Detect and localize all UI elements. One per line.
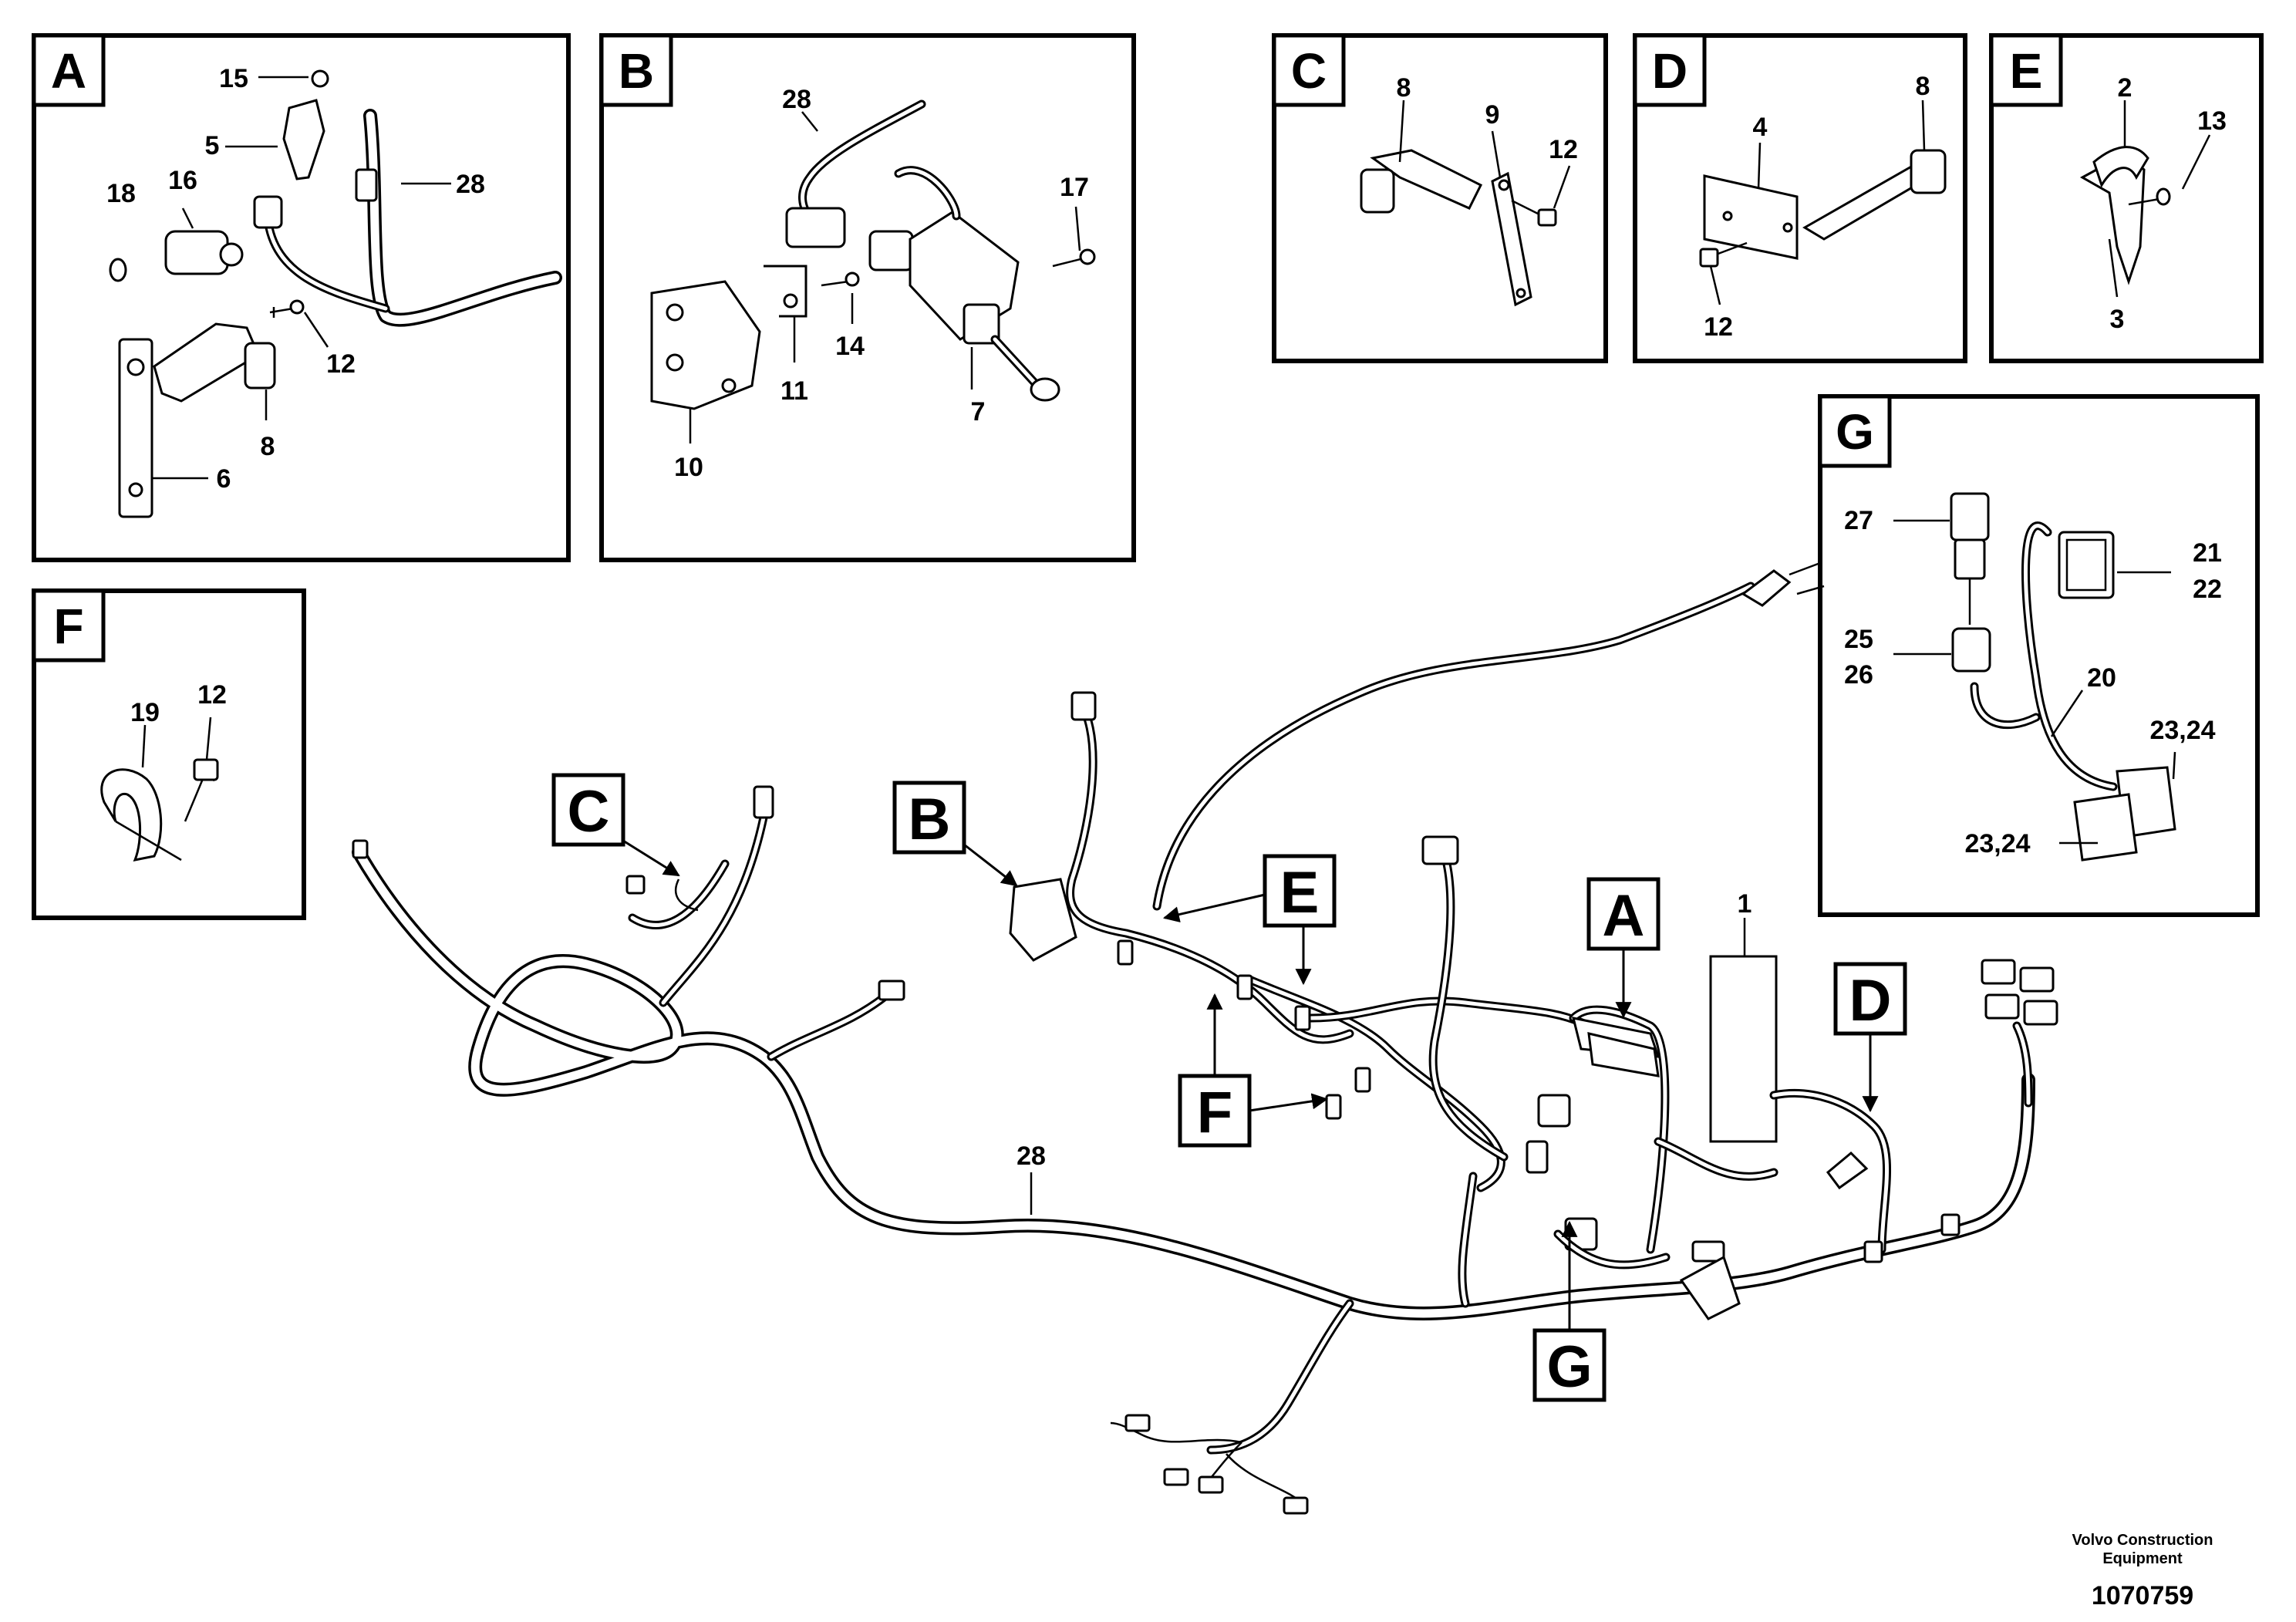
label-c-9: 9 xyxy=(1485,100,1500,130)
panel-c-title: C xyxy=(1291,43,1327,99)
panel-f-title: F xyxy=(53,599,83,654)
label-c-8: 8 xyxy=(1397,73,1411,103)
panel-a: A 15 5 18 xyxy=(32,33,571,562)
label-b-28: 28 xyxy=(782,85,811,114)
label-e-2: 2 xyxy=(2118,73,2132,103)
label-f-12: 12 xyxy=(197,680,227,710)
callout-f-label: F xyxy=(1197,1080,1232,1145)
callout-e-label: E xyxy=(1280,860,1320,926)
callout-b xyxy=(892,781,966,855)
callout-d-label: D xyxy=(1849,968,1892,1034)
label-d-12: 12 xyxy=(1704,312,1733,342)
label-a-6: 6 xyxy=(217,464,231,494)
main-callouts: C B E F A D G 1 28 xyxy=(551,773,1907,1402)
footer-company-line1: Volvo Construction xyxy=(2072,1532,2213,1549)
label-a-8: 8 xyxy=(261,432,275,461)
callout-c xyxy=(551,773,625,847)
panel-e-title: E xyxy=(2010,43,2043,99)
label-g-27: 27 xyxy=(1844,506,1873,535)
panel-b: B 28 17 14 11 1 xyxy=(599,33,1136,562)
label-main-1: 1 xyxy=(1738,889,1752,919)
callout-f xyxy=(1178,1074,1252,1148)
label-b-11: 11 xyxy=(781,376,808,406)
label-a-5: 5 xyxy=(205,131,220,160)
label-g-22: 22 xyxy=(2193,575,2222,604)
label-f-19: 19 xyxy=(130,698,160,727)
panel-f: F 19 12 xyxy=(32,588,306,920)
label-a-28: 28 xyxy=(456,170,485,199)
label-d-8: 8 xyxy=(1916,72,1930,101)
label-e-13: 13 xyxy=(2197,106,2227,136)
label-a-16: 16 xyxy=(168,166,197,195)
label-b-17: 17 xyxy=(1060,173,1089,202)
callout-e xyxy=(1263,854,1337,928)
label-g-26: 26 xyxy=(1844,660,1873,690)
callout-c-label: C xyxy=(568,779,610,845)
label-g-23-24-b: 23,24 xyxy=(1964,829,2030,858)
panel-e: E 2 13 3 xyxy=(1989,33,2264,363)
footer-company-line2: Equipment xyxy=(2102,1550,2183,1567)
panel-g: G 27 21 22 25 26 20 23,24 23,24 xyxy=(1818,394,2260,917)
label-b-7: 7 xyxy=(971,397,986,427)
label-g-20: 20 xyxy=(2087,663,2116,693)
panel-c: C 8 9 12 xyxy=(1272,33,1608,363)
label-c-12: 12 xyxy=(1549,135,1578,164)
panel-g-title: G xyxy=(1836,404,1874,460)
label-a-12: 12 xyxy=(326,349,356,379)
panel-a-title: A xyxy=(51,43,86,99)
main-harness xyxy=(352,561,2058,1515)
label-d-4: 4 xyxy=(1753,113,1768,142)
panel-d-title: D xyxy=(1652,43,1687,99)
label-a-15: 15 xyxy=(219,64,248,93)
callout-g-label: G xyxy=(1546,1334,1592,1400)
label-g-21: 21 xyxy=(2193,538,2222,568)
label-e-3: 3 xyxy=(2110,305,2125,334)
panel-b-title: B xyxy=(619,43,654,99)
label-a-18: 18 xyxy=(106,179,136,208)
label-b-14: 14 xyxy=(835,332,865,361)
callout-b-label: B xyxy=(909,787,951,852)
footer: Volvo Construction Equipment 1070759 xyxy=(2072,1532,2213,1610)
panel-d: D 4 8 12 xyxy=(1633,33,1967,363)
doc-number: 1070759 xyxy=(2092,1581,2193,1610)
callout-a-label: A xyxy=(1603,883,1645,949)
label-b-10: 10 xyxy=(674,453,703,482)
label-g-23-24-a: 23,24 xyxy=(2149,716,2215,745)
label-main-28: 28 xyxy=(1017,1141,1046,1171)
label-g-25: 25 xyxy=(1844,625,1873,654)
